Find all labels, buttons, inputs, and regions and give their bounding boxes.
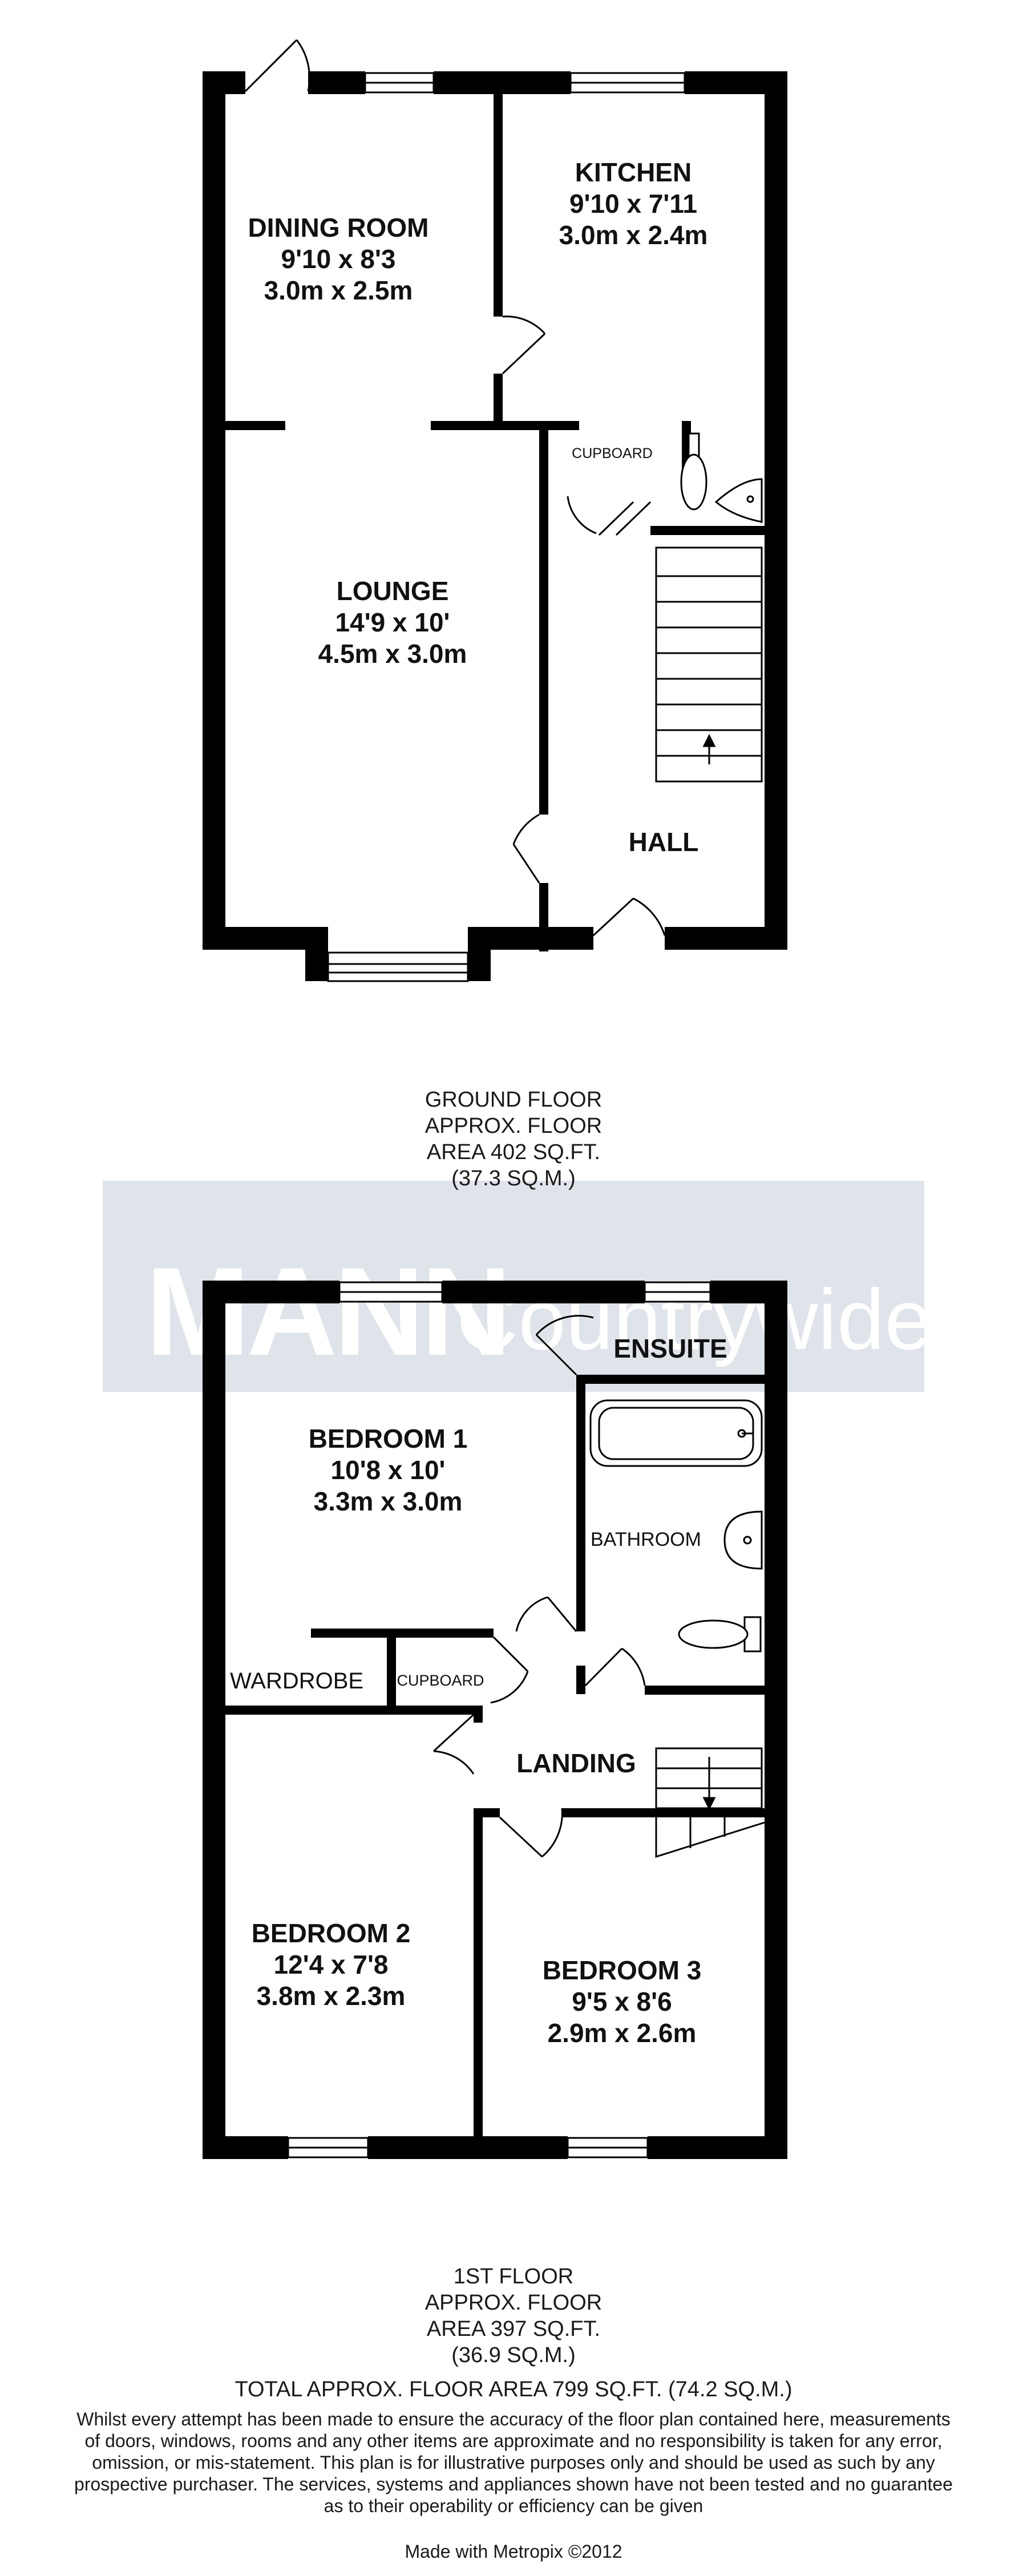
wardrobe-label: WARDROBE [230,1668,363,1694]
dining-room-imperial: 9'10 x 8'3 [281,244,396,274]
ground-caption-line1: GROUND FLOOR [424,1088,603,1112]
disclaimer-line3: omission, or mis-statement. This plan is… [92,2452,935,2473]
disclaimer-line5: as to their operability or efficiency ca… [324,2496,703,2516]
first-stairs [655,1747,765,1858]
disclaimer-line2: of doors, windows, rooms and any other i… [84,2431,943,2451]
first-bathroom-fixtures [589,1399,763,1652]
lounge-name: LOUNGE [337,576,449,606]
disclaimer-line1: Whilst every attempt has been made to en… [76,2409,951,2429]
ground-floor-caption: GROUND FLOOR APPROX. FLOOR AREA 402 SQ.F… [0,1087,1027,1192]
ground-wc-fixtures [680,432,763,523]
bedroom3-name: BEDROOM 3 [543,1955,702,1985]
first-caption-line3: AREA 397 SQ.FT. [426,2317,601,2341]
bedroom3-metric: 2.9m x 2.6m [548,2018,697,2048]
landing-name: LANDING [516,1748,636,1778]
total-floor-area: TOTAL APPROX. FLOOR AREA 799 SQ.FT. (74.… [234,2377,793,2401]
dining-room-name: DINING ROOM [248,213,429,242]
hall-name: HALL [629,827,699,857]
first-floor-caption: 1ST FLOOR APPROX. FLOOR AREA 397 SQ.FT. … [0,2263,1027,2368]
disclaimer: Whilst every attempt has been made to en… [0,2408,1027,2517]
dining-room-metric: 3.0m x 2.5m [264,276,413,305]
ground-caption-line4: (37.3 SQ.M.) [451,1167,576,1190]
kitchen-metric: 3.0m x 2.4m [559,220,708,250]
bedroom2-imperial: 12'4 x 7'8 [274,1950,389,1979]
first-caption-line4: (36.9 SQ.M.) [451,2343,576,2367]
ground-floor-plan: DINING ROOM 9'10 x 8'3 3.0m x 2.5m KITCH… [203,39,787,982]
ground-caption-line2: APPROX. FLOOR [424,1114,603,1138]
ground-cupboard-label: CUPBOARD [572,445,653,461]
bedroom2-name: BEDROOM 2 [252,1918,411,1948]
lounge-imperial: 14'9 x 10' [335,607,450,637]
ground-caption-line3: AREA 402 SQ.FT. [426,1140,601,1164]
kitchen-imperial: 9'10 x 7'11 [569,189,697,218]
first-caption-line2: APPROX. FLOOR [424,2291,603,2315]
first-floor-plan: ENSUITE BEDROOM 1 10'8 x 10' 3.3m x 3.0m… [203,1281,787,2159]
bedroom1-metric: 3.3m x 3.0m [314,1487,463,1516]
metropix-credit: Made with Metropix ©2012 [405,2541,622,2562]
first-windows [287,1281,711,2158]
ground-doors [244,39,666,937]
first-exterior-walls [203,1281,787,2159]
bedroom3-imperial: 9'5 x 8'6 [572,1987,672,2016]
first-caption-line1: 1ST FLOOR [453,2265,574,2289]
ground-windows [327,72,686,982]
bedroom1-imperial: 10'8 x 10' [331,1455,446,1485]
bedroom1-name: BEDROOM 1 [309,1424,468,1453]
lounge-metric: 4.5m x 3.0m [318,639,467,669]
first-doors [432,1315,646,1858]
bedroom2-metric: 3.8m x 2.3m [257,1981,406,2011]
bathroom-label: BATHROOM [591,1529,701,1550]
watermark-brand: MANN [145,1241,508,1382]
ground-stairs [655,546,763,783]
kitchen-name: KITCHEN [575,157,692,187]
ensuite-name: ENSUITE [613,1334,727,1363]
disclaimer-line4: prospective purchaser. The services, sys… [74,2474,953,2494]
first-cupboard-label: CUPBOARD [397,1672,484,1689]
first-interior-walls [225,1375,765,2139]
